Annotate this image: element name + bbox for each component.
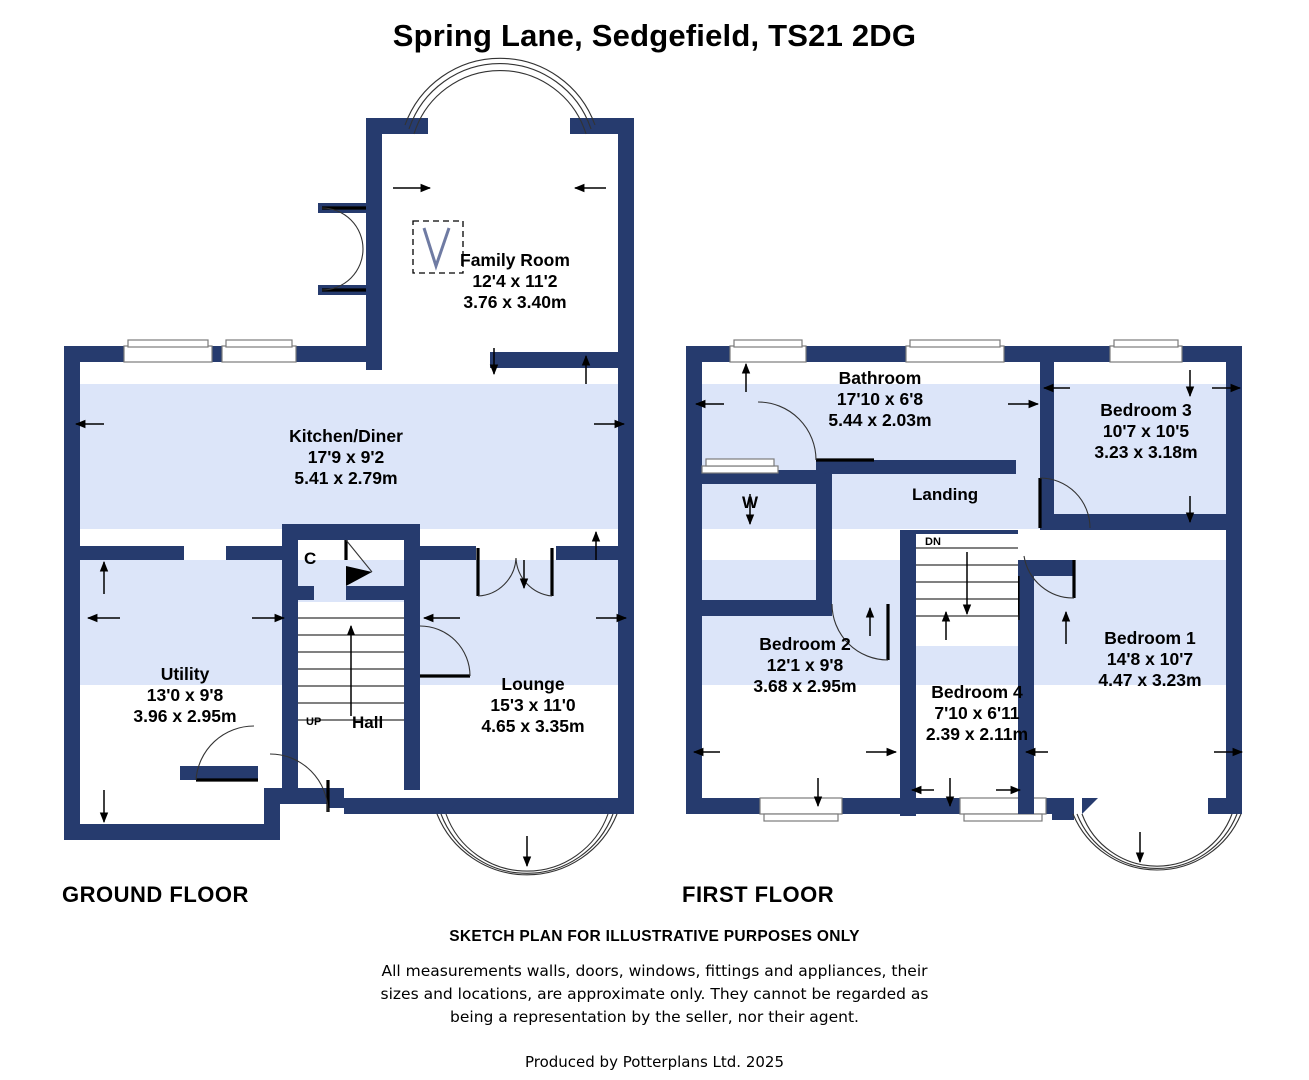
room-imperial: 7'10 x 6'11 <box>934 703 1020 723</box>
room-imperial: 12'1 x 9'8 <box>766 655 844 675</box>
room-label-bedroom-4: Bedroom 4 7'10 x 6'11 2.39 x 2.11m <box>906 682 1048 745</box>
room-metric: 4.47 x 3.23m <box>1098 670 1202 690</box>
room-metric: 4.65 x 3.35m <box>481 716 585 736</box>
first-floor-caption: FIRST FLOOR <box>682 882 835 907</box>
room-name: Bedroom 4 <box>931 682 1023 702</box>
room-metric: 5.41 x 2.79m <box>294 468 398 488</box>
ground-floor-caption: GROUND FLOOR <box>62 882 249 907</box>
room-imperial: 17'10 x 6'8 <box>836 389 924 409</box>
room-imperial: 15'3 x 11'0 <box>490 695 576 715</box>
room-label-bathroom: Bathroom 17'10 x 6'8 5.44 x 2.03m <box>770 368 990 431</box>
room-metric: 5.44 x 2.03m <box>828 410 932 430</box>
first-floor-plan <box>686 339 1244 871</box>
disclaimer-line-1: All measurements walls, doors, windows, … <box>381 962 928 980</box>
room-name: Bathroom <box>838 368 922 388</box>
room-imperial: 13'0 x 9'8 <box>146 685 224 705</box>
room-label-bedroom-1: Bedroom 1 14'8 x 10'7 4.47 x 3.23m <box>1050 628 1250 691</box>
ground-floor-plan <box>64 57 634 876</box>
disclaimer-line-2: sizes and locations, are approximate onl… <box>380 985 929 1003</box>
producer-credit: Produced by Potterplans Ltd. 2025 <box>524 1053 785 1071</box>
room-imperial: 17'9 x 9'2 <box>307 447 385 467</box>
marker-cupboard: C <box>304 549 317 568</box>
room-name: Bedroom 1 <box>1104 628 1196 648</box>
room-label-landing: Landing <box>912 485 979 504</box>
room-label-lounge: Lounge 15'3 x 11'0 4.65 x 3.35m <box>430 674 636 737</box>
room-metric: 3.96 x 2.95m <box>133 706 237 726</box>
room-metric: 3.68 x 2.95m <box>753 676 857 696</box>
room-name: Family Room <box>460 250 570 270</box>
room-label-hall: Hall <box>352 713 384 732</box>
page-title: Spring Lane, Sedgefield, TS21 2DG <box>392 18 917 53</box>
room-imperial: 12'4 x 11'2 <box>472 271 558 291</box>
room-imperial: 14'8 x 10'7 <box>1106 649 1194 669</box>
footer-disclaimer: SKETCH PLAN FOR ILLUSTRATIVE PURPOSES ON… <box>0 928 1309 1071</box>
room-label-bedroom-2: Bedroom 2 12'1 x 9'8 3.68 x 2.95m <box>700 634 910 697</box>
room-name: Bedroom 2 <box>759 634 851 654</box>
marker-stairs-down: DN <box>925 536 941 548</box>
room-label-utility: Utility 13'0 x 9'8 3.96 x 2.95m <box>70 664 300 727</box>
marker-wardrobe: W <box>742 493 759 512</box>
room-name: Utility <box>160 664 210 684</box>
room-name: Bedroom 3 <box>1100 400 1192 420</box>
room-name: Lounge <box>501 674 565 694</box>
room-label-bedroom-3: Bedroom 3 10'7 x 10'5 3.23 x 3.18m <box>1046 400 1246 463</box>
room-metric: 3.23 x 3.18m <box>1094 442 1198 462</box>
room-metric: 3.76 x 3.40m <box>463 292 567 312</box>
disclaimer-line-3: being a representation by the seller, no… <box>450 1008 859 1026</box>
room-metric: 2.39 x 2.11m <box>925 724 1029 744</box>
room-imperial: 10'7 x 10'5 <box>1102 421 1190 441</box>
disclaimer-heading: SKETCH PLAN FOR ILLUSTRATIVE PURPOSES ON… <box>449 928 860 945</box>
room-label-family-room: Family Room 12'4 x 11'2 3.76 x 3.40m <box>460 250 570 313</box>
room-name: Kitchen/Diner <box>289 426 403 446</box>
marker-stairs-up: UP <box>306 716 322 728</box>
room-label-kitchen-diner: Kitchen/Diner 17'9 x 9'2 5.41 x 2.79m <box>196 426 496 489</box>
